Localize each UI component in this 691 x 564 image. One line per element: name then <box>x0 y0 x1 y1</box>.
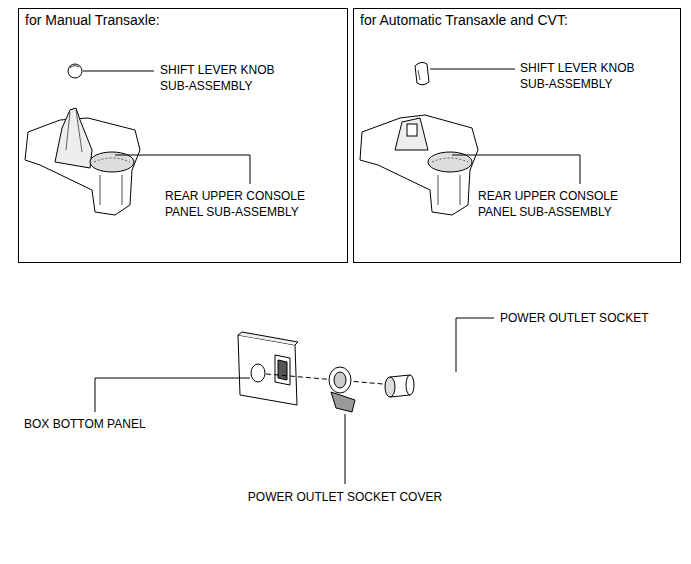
part-label: POWER OUTLET SOCKET COVER <box>248 489 442 505</box>
frame-heading: for Manual Transaxle: <box>19 9 347 29</box>
knob-figure <box>68 64 82 78</box>
power-socket-figure <box>385 375 414 397</box>
part-label: REAR UPPER CONSOLE PANEL SUB-ASSEMBLY <box>478 188 638 220</box>
socket-cover-figure <box>329 367 355 412</box>
knob-figure <box>415 62 429 84</box>
leader-line <box>83 71 154 72</box>
leader-line <box>452 155 580 184</box>
leader-line <box>345 414 346 484</box>
part-label: SHIFT LEVER KNOB SUB-ASSEMBLY <box>160 62 300 94</box>
part-label: POWER OUTLET SOCKET <box>500 310 648 326</box>
part-label: BOX BOTTOM PANEL <box>24 416 146 432</box>
console-panel-figure <box>360 115 478 215</box>
frame-heading: for Automatic Transaxle and CVT: <box>354 9 680 29</box>
leader-line <box>95 378 250 412</box>
leader-line <box>115 155 250 184</box>
box-bottom-panel-figure <box>238 332 298 405</box>
variant-frame: for Manual Transaxle: <box>18 8 348 263</box>
leader-line <box>456 318 494 372</box>
part-label: SHIFT LEVER KNOB SUB-ASSEMBLY <box>520 60 660 92</box>
leader-line <box>430 69 515 70</box>
variant-frame: for Automatic Transaxle and CVT: <box>353 8 681 263</box>
part-label: REAR UPPER CONSOLE PANEL SUB-ASSEMBLY <box>165 188 325 220</box>
console-panel-figure <box>25 108 140 215</box>
